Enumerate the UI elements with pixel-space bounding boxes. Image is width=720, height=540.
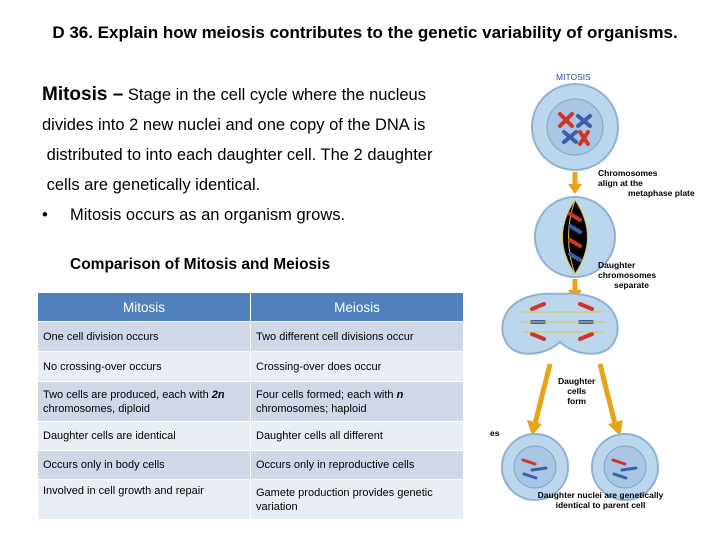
cell-text: chromosomes, diploid <box>43 402 150 415</box>
cell-mitosis: One cell division occurs <box>37 321 251 352</box>
label-metaphase: Chromosomes align at the metaphase plate <box>598 168 695 198</box>
cell-meiosis: Two different cell divisions occur <box>250 321 464 352</box>
definition-text-1: Stage in the cell cycle where the nucleu… <box>123 86 426 104</box>
cell-text: Two cells are produced, each with <box>43 388 212 401</box>
figure-label-mitosis: MITOSIS <box>556 72 591 82</box>
table-header-row: Mitosis Meiosis <box>37 292 464 322</box>
table-row: Occurs only in body cells Occurs only in… <box>37 450 464 480</box>
anaphase-cell <box>501 292 619 355</box>
cell-text: Four cells formed; each with <box>256 388 397 401</box>
label-edge-fragment: es <box>490 428 500 438</box>
arrow-3-head <box>527 420 542 436</box>
mitosis-definition: Mitosis – Stage in the cell cycle where … <box>42 80 492 230</box>
cell-text: chromosomes; haploid <box>256 402 367 415</box>
label-line: cells <box>567 386 587 396</box>
definition-line-3: distributed to into each daughter cell. … <box>42 146 433 164</box>
label-line: identical to parent cell <box>555 500 646 510</box>
table-row: One cell division occurs Two different c… <box>37 321 464 352</box>
label-anaphase: Daughter chromosomes separate <box>598 260 656 290</box>
cell-mitosis: Daughter cells are identical <box>37 421 251 451</box>
arrow-4 <box>597 363 618 425</box>
cell-meiosis: Crossing-over does occur <box>250 351 464 382</box>
label-line: Daughter nuclei are genetically <box>537 490 664 500</box>
cell-mitosis: No crossing-over occurs <box>37 351 251 382</box>
slide-title: D 36. Explain how meiosis contributes to… <box>52 23 678 42</box>
cell-emphasis: n <box>396 388 404 401</box>
table-title: Comparison of Mitosis and Meiosis <box>70 256 331 273</box>
anaphase-spindle <box>520 311 605 333</box>
cell-mitosis: Two cells are produced, each with 2n chr… <box>37 381 251 422</box>
cell-meiosis: Four cells formed; each with n chromosom… <box>250 381 464 422</box>
label-daughter-identical: Daughter nuclei are genetically identica… <box>498 490 703 510</box>
label-line: chromosomes <box>598 270 657 280</box>
label-line: align at the <box>598 178 643 188</box>
label-line: Daughter <box>558 376 596 386</box>
daughter-chromosomes-left <box>521 458 548 480</box>
definition-line-1: Mitosis – Stage in the cell cycle where … <box>42 80 492 110</box>
header-mitosis: Mitosis <box>37 292 251 322</box>
prophase-chromosomes <box>558 112 592 146</box>
bullet-marker: • <box>42 206 48 224</box>
metaphase-chromosomes <box>568 212 582 262</box>
label-line: Daughter <box>598 260 636 270</box>
mitosis-heading: Mitosis – <box>42 84 124 105</box>
cell-meiosis: Gamete production provides genetic varia… <box>250 479 464 520</box>
cell-meiosis: Daughter cells all different <box>250 421 464 451</box>
bullet-item: • Mitosis occurs as an organism grows. <box>42 200 492 230</box>
cell-emphasis: 2n <box>211 388 225 401</box>
label-line: metaphase plate <box>628 188 695 198</box>
cell-mitosis: Occurs only in body cells <box>37 450 251 480</box>
label-daughter-form: Daughter cells form <box>558 376 595 406</box>
label-line: Chromosomes <box>598 168 658 178</box>
comparison-table: Mitosis Meiosis One cell division occurs… <box>37 292 464 520</box>
arrow-4-head <box>608 420 623 436</box>
daughter-nucleus-left <box>513 445 557 489</box>
table-row: Daughter cells are identical Daughter ce… <box>37 421 464 451</box>
arrow-1-head <box>568 184 582 194</box>
prophase-nucleus <box>546 98 604 156</box>
definition-line-4: cells are genetically identical. <box>42 176 261 194</box>
daughter-nucleus-right <box>603 445 647 489</box>
table-row: No crossing-over occurs Crossing-over do… <box>37 351 464 382</box>
header-meiosis: Meiosis <box>250 292 464 322</box>
cell-meiosis: Occurs only in reproductive cells <box>250 450 464 480</box>
label-line: form <box>567 396 587 406</box>
daughter-chromosomes-right <box>611 458 638 480</box>
cell-mitosis: Involved in cell growth and repair <box>37 479 251 520</box>
mitosis-figure: MITOSIS Chromosomes align at the metapha… <box>480 64 720 524</box>
arrow-3 <box>532 363 553 425</box>
definition-line-2: divides into 2 new nuclei and one copy o… <box>42 116 426 134</box>
label-line: separate <box>614 280 649 290</box>
table-row: Involved in cell growth and repair Gamet… <box>37 479 464 520</box>
table-row: Two cells are produced, each with 2n chr… <box>37 381 464 422</box>
bullet-text: Mitosis occurs as an organism grows. <box>70 206 346 224</box>
mitosis-diagram <box>501 83 659 501</box>
